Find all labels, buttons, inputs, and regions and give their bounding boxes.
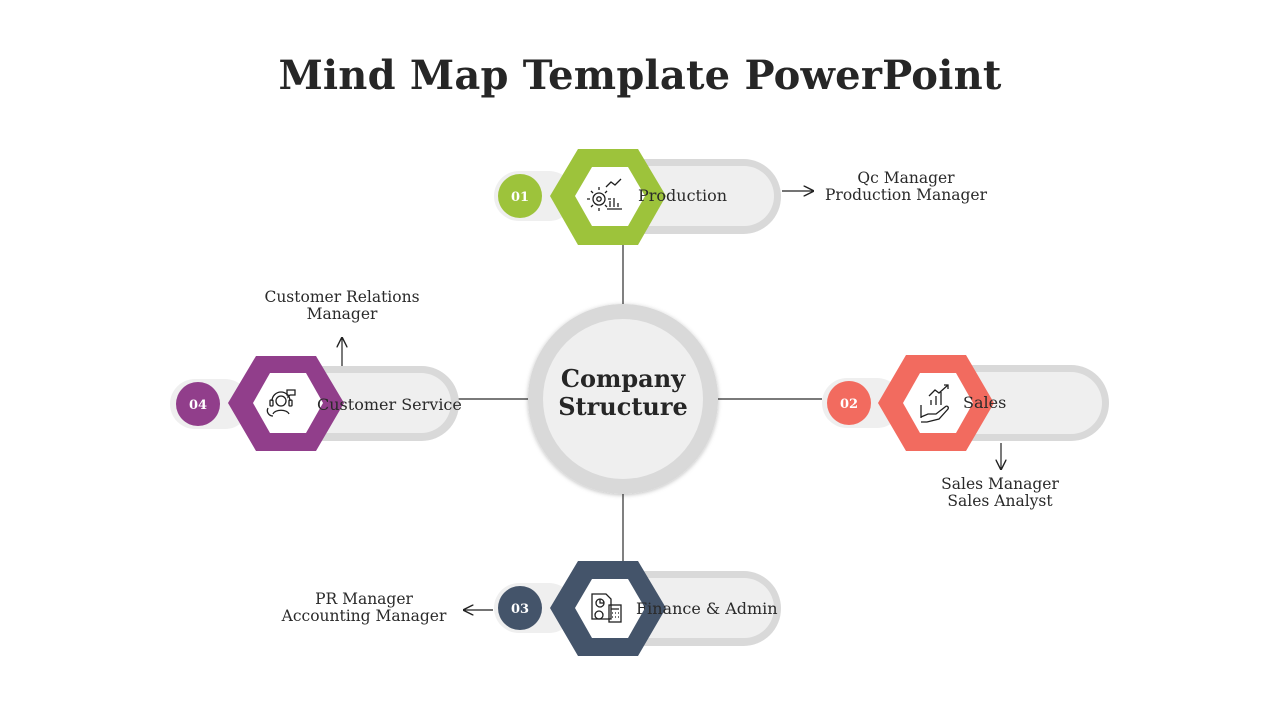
sales-notes: Sales Manager Sales Analyst — [920, 476, 1080, 510]
center-hub-label: Company Structure — [532, 365, 714, 421]
number-circle — [498, 586, 542, 630]
note-line: Qc Manager — [857, 169, 955, 187]
customer-service-notes: Customer Relations Manager — [252, 289, 432, 323]
note-line: Accounting Manager — [281, 607, 447, 625]
branch-number: 03 — [511, 602, 529, 617]
branch-label: Finance & Admin — [636, 599, 778, 618]
number-circle — [498, 174, 542, 218]
branch-production[interactable]: 01 Production — [494, 149, 781, 245]
branch-label: Sales — [963, 393, 1006, 412]
note-line: Manager — [306, 305, 378, 323]
hexagon-inner — [575, 167, 645, 226]
sales-hand-chart-icon — [920, 384, 949, 423]
branch-finance-admin[interactable]: 03 Finance & Admin — [494, 561, 781, 656]
page-title: Mind Map Template PowerPoint — [278, 52, 1002, 99]
branch-customer-service[interactable]: 04 Customer Service — [170, 356, 462, 451]
hexagon-inner — [253, 373, 323, 433]
production-notes: Qc Manager Production Manager — [816, 170, 996, 204]
center-line-2: Structure — [558, 392, 688, 421]
branch-number: 02 — [840, 397, 858, 412]
note-line: PR Manager — [315, 590, 413, 608]
center-hub — [528, 304, 718, 494]
customer-service-headset-icon — [266, 389, 296, 417]
center-line-1: Company — [560, 364, 686, 393]
finance-calculator-document-icon — [591, 593, 622, 623]
branch-number: 01 — [511, 190, 529, 205]
note-line: Customer Relations — [264, 288, 420, 306]
note-arrows — [342, 191, 1001, 610]
branch-sales[interactable]: 02 Sales — [822, 355, 1109, 451]
note-line: Sales Analyst — [947, 492, 1053, 510]
branch-label: Production — [638, 186, 727, 205]
branch-number: 04 — [189, 398, 207, 413]
production-gear-chart-icon — [587, 178, 622, 211]
finance-notes: PR Manager Accounting Manager — [274, 591, 454, 625]
note-line: Production Manager — [824, 186, 988, 204]
branch-label: Customer Service — [317, 395, 462, 414]
number-circle — [827, 381, 871, 425]
number-circle — [176, 382, 220, 426]
connector-lines — [458, 240, 822, 562]
note-line: Sales Manager — [941, 475, 1059, 493]
